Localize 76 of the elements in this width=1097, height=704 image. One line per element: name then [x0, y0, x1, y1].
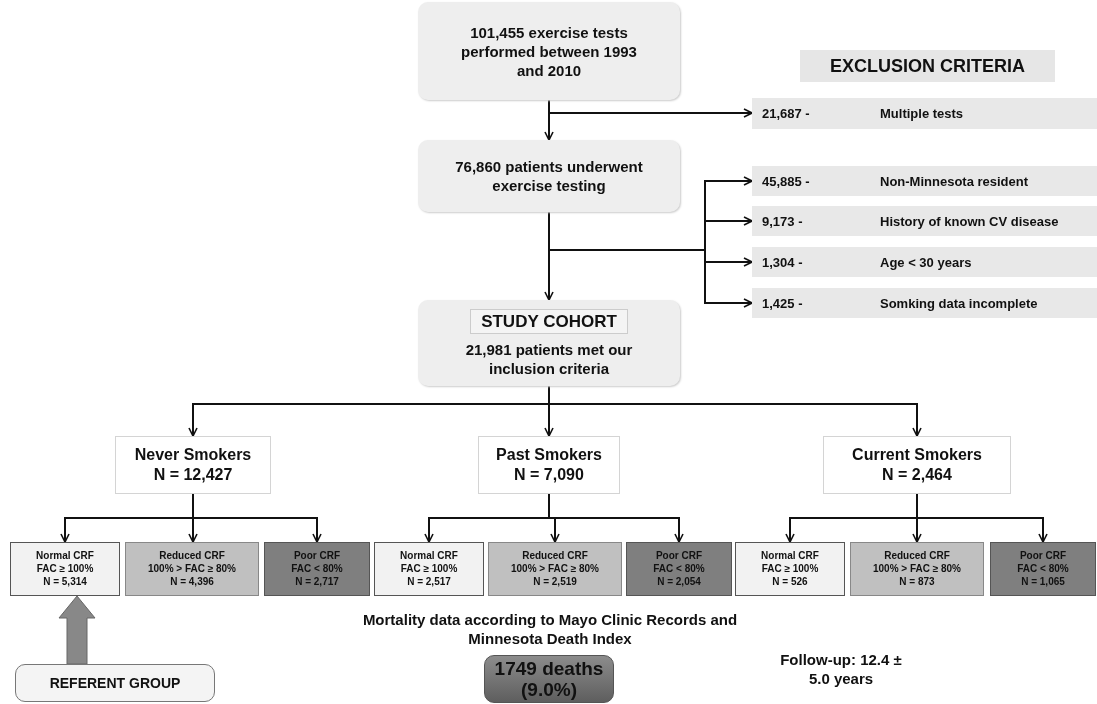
box-text: FAC < 80%	[291, 563, 343, 576]
heading-box: EXCLUSION CRITERIA	[800, 50, 1055, 82]
box-text: N = 2,054	[657, 575, 701, 589]
block-arrow	[58, 595, 96, 665]
arrow	[548, 99, 753, 118]
subgroup-box	[850, 542, 984, 596]
subgroup-box	[488, 542, 622, 596]
box-text: FAC ≥ 100%	[36, 563, 94, 576]
count-text: 45,885 -	[761, 173, 811, 189]
criterion-text: Non-Minnesota resident	[880, 173, 1029, 189]
criterion-text: History of known CV disease	[880, 213, 1059, 229]
box-text: N = 873	[899, 575, 935, 589]
group-box	[478, 436, 620, 494]
subgroup-box	[10, 542, 120, 596]
arrow	[192, 493, 322, 543]
box-title: Reduced CRF	[884, 549, 950, 563]
arrow	[544, 211, 554, 301]
criterion-text: Age < 30 years	[880, 254, 972, 270]
box-text: 21,981 patients met our inclusion criteria	[464, 339, 634, 378]
referent-box: REFERENT GROUP	[15, 664, 215, 702]
box-text: FAC ≥ 100%	[761, 563, 819, 576]
box-title: Normal CRF	[761, 549, 819, 563]
process-box: 101,455 exercise tests performed between 1993 and 2010	[418, 2, 680, 100]
box-text: N = 2,519	[533, 575, 577, 589]
box-title: Reduced CRF	[522, 549, 588, 563]
box-text: 100% > FAC ≥ 80%	[872, 563, 961, 576]
count-text: 9,173 -	[761, 213, 804, 229]
subgroup-box	[374, 542, 484, 596]
criterion-text: Multiple tests	[880, 106, 964, 121]
box-text: 100% > FAC ≥ 80%	[147, 563, 236, 576]
box-text: N = 5,314	[43, 575, 87, 589]
box-title: Normal CRF	[400, 549, 458, 563]
group-box	[115, 436, 271, 494]
box-text: FAC < 80%	[653, 563, 705, 576]
box-text: N = 2,464	[882, 465, 952, 485]
subgroup-box	[264, 542, 370, 596]
box-text: N = 2,517	[407, 575, 451, 589]
box-title: Normal CRF	[36, 549, 94, 563]
exclusion-box	[752, 206, 1097, 236]
arrow	[548, 493, 684, 543]
box-title: Poor CRF	[293, 549, 341, 563]
box-text: FAC < 80%	[1017, 563, 1069, 576]
follow-up-note: Follow-up: 12.4 ± 5.0 years	[779, 650, 903, 688]
mortality-note: Mortality data according to Mayo Clinic Records and Minnesota Death Index	[361, 610, 739, 648]
box-title: Poor CRF	[1019, 549, 1067, 563]
box-text: N = 526	[772, 575, 808, 589]
cohort-heading: STUDY COHORT	[470, 308, 628, 334]
box-title: Past Smokers	[496, 445, 602, 465]
box-title: Reduced CRF	[159, 549, 225, 563]
box-text: N = 4,396	[170, 575, 214, 589]
exclusion-box	[752, 247, 1097, 277]
exclusion-box	[752, 166, 1097, 196]
count-text: 21,687 -	[761, 106, 811, 121]
count-text: 1,425 -	[761, 295, 804, 311]
box-title: Current Smokers	[852, 445, 982, 465]
deaths-box: 1749 deaths (9.0%)	[484, 655, 614, 703]
criterion-text: Somking data incomplete	[880, 295, 1038, 311]
count-text: 1,304 -	[761, 254, 804, 270]
subgroup-box	[735, 542, 845, 596]
arrow	[916, 493, 1048, 543]
exclusion-box	[752, 98, 1097, 129]
box-text: N = 1,065	[1021, 575, 1065, 589]
process-box	[418, 300, 680, 386]
box-text: N = 7,090	[514, 465, 584, 485]
subgroup-box	[990, 542, 1096, 596]
box-title: Poor CRF	[655, 549, 703, 563]
box-text: FAC ≥ 100%	[400, 563, 458, 576]
subgroup-box	[626, 542, 732, 596]
exclusion-box	[752, 288, 1097, 318]
subgroup-box	[125, 542, 259, 596]
box-text: N = 2,717	[295, 575, 339, 589]
box-title: Never Smokers	[134, 445, 252, 465]
box-text: 100% > FAC ≥ 80%	[510, 563, 599, 576]
group-box	[823, 436, 1011, 494]
box-text: N = 12,427	[153, 465, 233, 485]
process-box: 76,860 patients underwent exercise testing	[418, 140, 680, 212]
